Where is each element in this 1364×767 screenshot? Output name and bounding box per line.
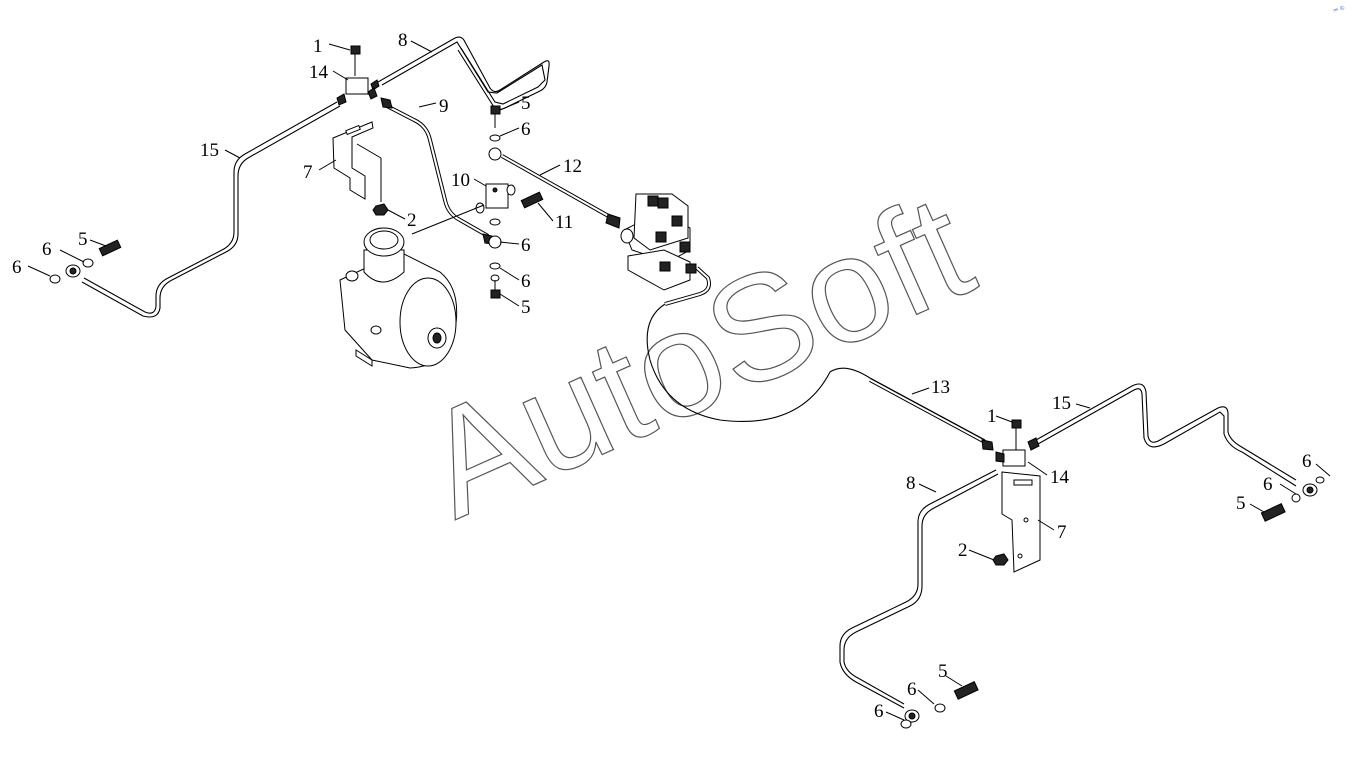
pipe-15-right (1035, 383, 1297, 481)
callout-8-right: 8 (906, 473, 916, 494)
callout-8-left: 8 (398, 30, 408, 51)
callout-6-mid2: 6 (521, 271, 531, 292)
pipe-15-left (83, 101, 338, 314)
callout-14-left: 14 (309, 62, 329, 83)
callout-12: 12 (563, 156, 582, 177)
callout-5-bottom: 5 (521, 297, 531, 318)
callout-2-left: 2 (407, 210, 417, 231)
proportioning-valve (620, 193, 697, 291)
leader-lines (27, 40, 1331, 721)
callout-9: 9 (439, 96, 449, 117)
callout-14-right: 14 (1050, 467, 1070, 488)
watermark-text: AutoSoft (400, 162, 994, 550)
callout-1-right: 1 (987, 406, 997, 427)
callout-6-left-end1: 6 (42, 239, 52, 260)
callout-5-right-lower: 5 (938, 661, 948, 682)
tee-fitting-14-right (1002, 449, 1026, 467)
callout-5-top: 5 (521, 93, 531, 114)
callout-6-right-lower2: 6 (874, 701, 884, 722)
callout-1-left: 1 (313, 36, 323, 57)
nut-2-left (372, 203, 389, 216)
callout-7-right: 7 (1057, 522, 1067, 543)
callout-5-left-end: 5 (78, 229, 88, 250)
pipe-8-right (839, 469, 997, 709)
callout-6-right-end2: 6 (1263, 474, 1273, 495)
callout-15-right: 15 (1052, 393, 1071, 414)
banjo-fitting-left-end (49, 239, 122, 284)
callout-10: 10 (451, 170, 470, 191)
left-assembly (49, 36, 986, 444)
corner-mark: ™ © (1332, 4, 1346, 16)
tee-fitting-14-left (345, 77, 369, 95)
right-assembly (839, 383, 1325, 729)
callout-6-right-lower1: 6 (907, 679, 917, 700)
nut-2-right (992, 553, 1009, 566)
callout-2-right: 2 (958, 540, 968, 561)
callout-6-top: 6 (521, 119, 531, 140)
callout-6-mid1: 6 (521, 235, 531, 256)
brake-master-cylinder (339, 204, 485, 369)
callout-13: 13 (931, 377, 950, 398)
bolt-1-left (350, 45, 361, 55)
bolt-11 (520, 191, 544, 209)
banjo-fitting-right-end (1260, 476, 1325, 522)
callout-11: 11 (555, 212, 573, 233)
callout-5-right-end: 5 (1236, 493, 1246, 514)
callout-7-left: 7 (303, 162, 313, 183)
callout-6-right-end1: 6 (1302, 451, 1312, 472)
callout-6-left-end2: 6 (12, 257, 22, 278)
tee-block-10 (485, 183, 509, 209)
callout-15-left: 15 (200, 140, 219, 161)
callout-labels: 1 8 14 9 5 6 15 7 12 10 11 2 6 6 5 5 6 6… (12, 30, 1312, 722)
bolt-1-right (1011, 419, 1022, 429)
bracket-7-left (332, 121, 374, 200)
bracket-7-right (1001, 471, 1041, 573)
banjo-fitting-right-lower (900, 681, 979, 729)
